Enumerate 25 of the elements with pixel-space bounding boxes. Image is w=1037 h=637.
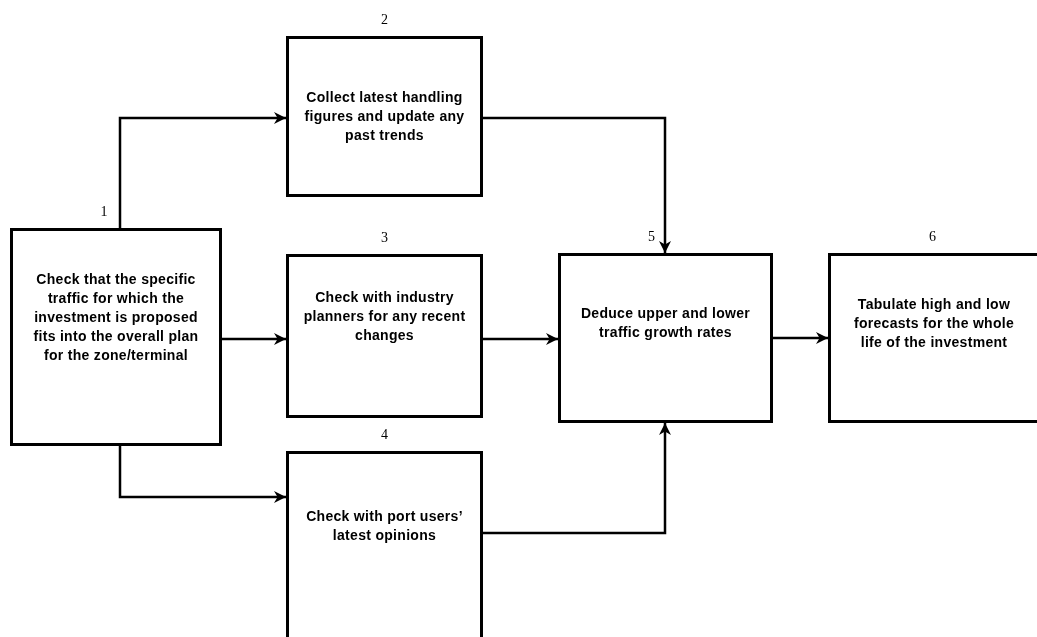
step-text: Check with port users’ latest opinions: [305, 506, 464, 545]
arrow: [483, 116, 671, 253]
arrow: [118, 446, 286, 503]
arrow: [483, 423, 671, 535]
arrow: [222, 333, 286, 345]
process-box: [286, 36, 483, 197]
process-box: [828, 253, 1037, 423]
step-number: 2: [380, 12, 389, 28]
step-number: 6: [928, 229, 937, 245]
step-text: Tabulate high and low forecasts for the whole life of the investment: [852, 294, 1016, 352]
step-text: Check that the specific traffic for which the investment is proposed fits into the overall plan for the zone/terminal: [32, 269, 200, 365]
step-text: Deduce upper and lower traffic growth rates: [579, 304, 752, 342]
step-text: Check with industry planners for any recent changes: [302, 287, 467, 345]
arrow: [118, 112, 286, 228]
step-text: Collect latest handling figures and update any past trends: [303, 88, 466, 145]
process-box: [10, 228, 222, 446]
process-box: [558, 253, 773, 423]
process-box: [286, 451, 483, 637]
arrow: [773, 332, 828, 344]
process-box: [286, 254, 483, 418]
step-number: 1: [99, 204, 109, 220]
step-number: 5: [647, 229, 656, 245]
step-number: 3: [380, 230, 389, 246]
step-number: 4: [380, 427, 389, 443]
arrow: [483, 333, 558, 345]
